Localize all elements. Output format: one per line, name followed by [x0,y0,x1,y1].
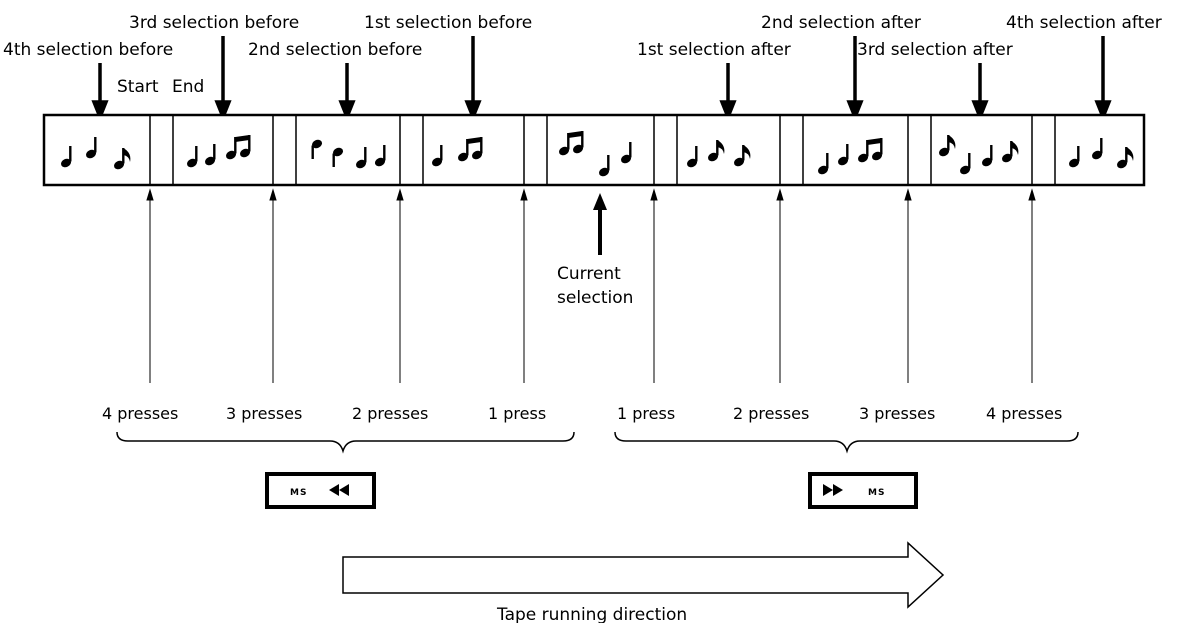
label-1st-selection-before: 1st selection before [364,13,532,33]
label-end: End [172,77,204,97]
arrow-4th-before [91,63,109,122]
presses-after-4: 4 presses [986,404,1062,423]
thin-arrow-3-presses-before [269,188,277,383]
arrow-2nd-before [338,63,356,122]
presses-before-4: 4 presses [102,404,178,423]
arrow-4th-after [1094,36,1112,122]
presses-after-3: 3 presses [859,404,935,423]
presses-before-2: 2 presses [352,404,428,423]
tape-direction-arrow [342,541,945,609]
current-selection-label-line2: selection [557,288,633,308]
thin-arrow-4-presses-after [1028,188,1036,383]
rewind-icon [329,484,349,496]
brace-after [614,431,1079,454]
label-1st-selection-after: 1st selection after [637,40,791,60]
fast-forward-icon [823,484,843,496]
selection-labels: 4th selection before 3rd selection befor… [3,13,1162,97]
current-selection-label-line1: Current [557,264,621,284]
thin-arrow-3-presses-after [904,188,912,383]
ms-rewind-button[interactable]: MS [265,472,376,509]
presses-after-2: 2 presses [733,404,809,423]
ms-forward-label: MS [868,488,885,498]
track-dividers [149,115,1056,185]
current-selection-arrow [593,193,607,255]
ms-forward-button[interactable]: MS [808,472,918,509]
tape-strip [42,113,1146,187]
thin-arrow-1-press-after [650,188,658,383]
tape-direction-label: Tape running direction [496,605,687,623]
thin-arrow-2-presses-after [776,188,784,383]
selection-pointer-arrows [91,36,1112,122]
label-3rd-selection-before: 3rd selection before [129,13,299,33]
brace-before [116,431,575,454]
arrow-2nd-after [846,36,864,122]
label-4th-selection-after: 4th selection after [1006,13,1162,33]
presses-after-1: 1 press [617,404,675,423]
arrow-1st-after [719,63,737,122]
press-pointer-arrows [146,188,1036,383]
thin-arrow-1-press-before [520,188,528,383]
thin-arrow-2-presses-before [396,188,404,383]
arrow-3rd-after [971,63,989,122]
label-4th-selection-before: 4th selection before [3,40,173,60]
label-2nd-selection-before: 2nd selection before [248,40,422,60]
presses-before-3: 3 presses [226,404,302,423]
label-3rd-selection-after: 3rd selection after [857,40,1013,60]
press-count-labels: 4 presses 3 presses 2 presses 1 press 1 … [102,404,1062,423]
arrow-3rd-before [214,36,232,122]
ms-rewind-label: MS [290,488,307,498]
label-2nd-selection-after: 2nd selection after [761,13,921,33]
tape-outline [42,113,1146,187]
arrow-1st-before [464,36,482,122]
label-start: Start [117,77,159,97]
presses-before-1: 1 press [488,404,546,423]
thin-arrow-4-presses-before [146,188,154,383]
